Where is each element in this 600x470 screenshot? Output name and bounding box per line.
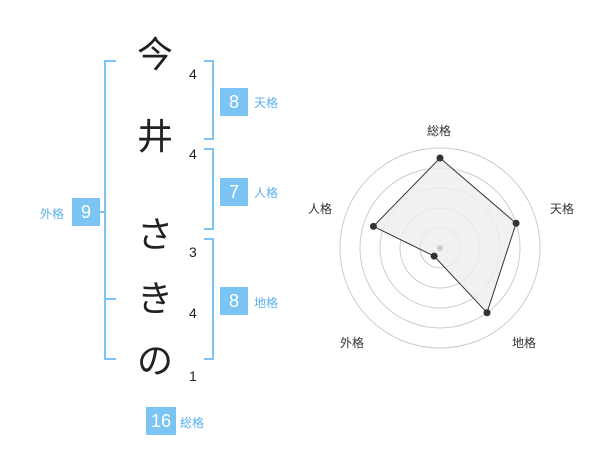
chikaku-label: 地格 [254,296,279,310]
kaku-brackets [98,60,214,360]
name-char-2: 井 [136,117,173,158]
radar-center-dot [437,245,443,251]
chikaku-value-box: 8 [220,287,248,315]
gaikaku-bracket [104,60,116,360]
tenkaku-value-box: 8 [220,88,248,116]
tenkaku-bracket [204,60,214,140]
gaikaku-label: 外格 [40,207,65,221]
jinkaku-value-box: 7 [220,178,248,206]
stroke-count-5: 1 [189,368,197,384]
radar-axis-label-gaikaku: 外格 [340,336,365,350]
radar-ring-5 [339,147,541,349]
name-char-3: さ [136,215,173,256]
radar-axis-label-jinkaku: 人格 [308,202,333,216]
stroke-count-2: 4 [189,146,197,162]
gaikaku-value-box: 9 [72,198,100,226]
radar-point-5 [369,222,377,230]
stroke-count-1: 4 [189,66,197,82]
soukaku-value-box: 16 [146,407,176,435]
soukaku-label: 総格 [180,416,205,430]
radar-point-1 [436,154,444,162]
radar-polygon [372,157,517,314]
radar-axis-label-tenkaku: 天格 [550,202,575,216]
radar-points [369,154,520,317]
tenkaku-label: 天格 [254,96,279,110]
name-char-4: き [136,279,173,320]
chikaku-bracket [204,238,214,360]
stroke-count-3: 3 [189,244,197,260]
radar-axis-label-chikaku: 地格 [512,336,537,350]
jinkaku-bracket [204,148,214,230]
radar-axis-label-soukaku: 総格 [427,124,452,138]
stroke-count-4: 4 [189,305,197,321]
name-char-1: 今 [136,35,173,76]
radar-point-4 [430,252,438,260]
jinkaku-label: 人格 [254,186,279,200]
radar-point-3 [483,309,491,317]
radar-point-2 [512,219,520,227]
kaku-radar-chart [339,147,541,349]
name-char-5: の [136,341,173,382]
